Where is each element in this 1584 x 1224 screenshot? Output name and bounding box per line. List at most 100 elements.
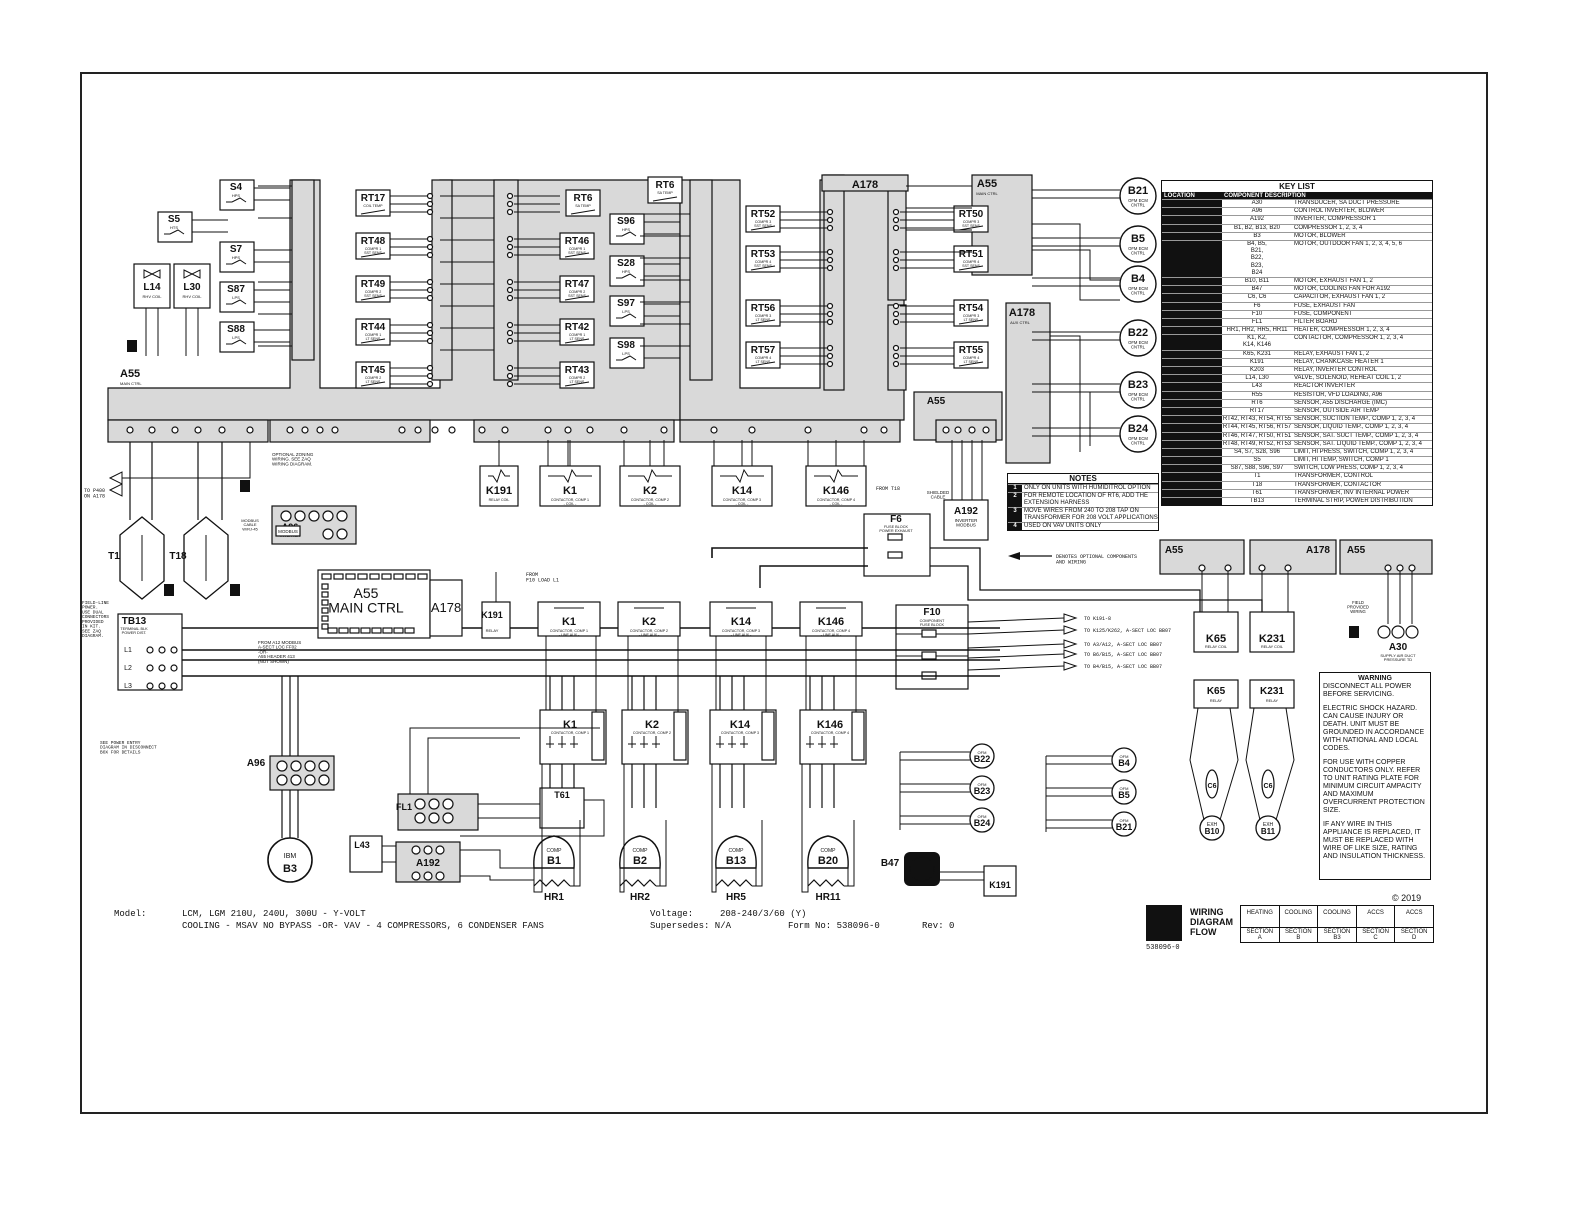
terminal-pin	[892, 302, 900, 310]
key-list-item: F6	[1253, 302, 1261, 309]
wire	[460, 875, 534, 881]
terminal-pin	[748, 426, 756, 434]
ofm-sub: OFM	[978, 814, 987, 819]
valve-sub: RHV COIL	[183, 294, 203, 299]
switch-s28	[609, 255, 645, 287]
key-list-location-cell	[1162, 465, 1222, 473]
terminal-pin	[826, 360, 834, 368]
key-list-item: B47	[1251, 286, 1263, 293]
a178-fan-sub: AUX CTRL	[1010, 320, 1031, 325]
compressor-label: B1	[547, 855, 561, 867]
transformer-t1-label: T1	[108, 551, 120, 562]
flow-section-heading: COOLING	[1284, 910, 1313, 916]
wire	[427, 737, 520, 794]
key-list-item: A30	[1251, 200, 1263, 206]
key-list-item: TB13	[1249, 498, 1265, 505]
connector-pin	[333, 573, 344, 580]
key-list-item: B1, B2, B13, B20	[1233, 224, 1281, 231]
exhaust-relay-label: K65	[1206, 633, 1226, 645]
exhaust-motor-label: B10	[1205, 827, 1220, 836]
switch-s87-label: S87	[227, 284, 245, 295]
exhaust-motor-b10-icon	[1199, 815, 1225, 841]
a178-aux-label: A178	[431, 600, 461, 615]
connector-strip	[493, 179, 519, 381]
ofm-sub: OFM	[978, 782, 987, 787]
key-list-description: SWITCH, LOW PRESS, COMP 1, 2, 3, 4	[1294, 465, 1403, 472]
relay-k191-lower-label: K191	[989, 880, 1011, 890]
terminal-pin	[892, 352, 900, 360]
a55-fan-label: A55	[977, 178, 997, 190]
key-list-item: K65, K231	[1242, 350, 1272, 357]
key-list-description: FUSE, EXHAUST FAN	[1294, 302, 1355, 309]
relay-contact-sub: RELAY	[1210, 699, 1223, 703]
switch-contact	[616, 273, 637, 279]
relay-contact-label: K65	[1207, 686, 1226, 697]
terminal-pin	[276, 760, 288, 772]
switch-s7-label: S7	[230, 244, 243, 255]
terminal-pin	[423, 871, 433, 881]
key-list-location-cell	[1162, 440, 1222, 448]
note-number: 3	[1008, 508, 1022, 522]
compressor-sub: COMP	[633, 848, 649, 854]
terminal-pin	[826, 216, 834, 224]
a178-board	[679, 179, 905, 421]
wire	[460, 799, 605, 837]
thermistor-icon	[958, 319, 984, 325]
a192-inverter-box	[943, 499, 989, 541]
tb13-terminal-label: L2	[124, 665, 132, 672]
key-list-location-cell	[1162, 481, 1222, 489]
key-list-item: K1, K2, K14, K146	[1242, 335, 1272, 349]
terminal-pin	[146, 682, 154, 690]
terminal-pin	[411, 871, 421, 881]
sensor-rt51-label: RT51	[959, 249, 984, 260]
aux-contact-label: K146	[818, 616, 844, 628]
terminal-strip	[679, 419, 901, 443]
aux-contact-sub: CONTACTOR, COMP 1- LINE AUX -	[550, 629, 588, 637]
terminal-pin	[280, 510, 292, 522]
crankcase-heater-icon	[807, 879, 845, 887]
terminal-pin	[126, 426, 134, 434]
wire	[752, 820, 763, 887]
key-list-location-cell	[1162, 473, 1222, 481]
motor-b21-icon	[1119, 177, 1157, 215]
terminal-pin	[158, 664, 166, 672]
key-list-description: FILTER BOARD	[1294, 318, 1338, 325]
a178-label: A178	[852, 179, 878, 191]
terminal-pin	[892, 248, 900, 256]
flow-section-heading: COOLING	[1323, 910, 1351, 916]
b47-fan-hub	[909, 856, 935, 882]
terminal-pin	[506, 192, 514, 200]
switch-contact	[226, 197, 247, 203]
connector-pin	[357, 573, 368, 580]
fuse-icon	[921, 629, 937, 638]
key-list-item: S4, S7, S28, S96	[1233, 448, 1281, 455]
switch-sub: HTS	[170, 225, 178, 230]
from-t18-callout: FROM T18	[876, 486, 900, 492]
thermistor-icon	[564, 252, 590, 258]
motor-b24-icon	[1119, 415, 1157, 453]
terminal-pin	[304, 774, 316, 786]
heater-label: HR2	[630, 892, 650, 903]
key-list-location-cell	[1162, 224, 1222, 232]
relay-coil-k1	[539, 465, 601, 507]
voltage-label: Voltage:	[650, 909, 694, 919]
ofm-motor-b23-icon	[969, 775, 995, 801]
key-list-item: R55	[1251, 391, 1263, 398]
key-list-item: HR1, HR2, HR5, HR11	[1226, 327, 1288, 334]
switch-sub: LPS	[622, 351, 630, 356]
key-list-item: RT6	[1251, 399, 1263, 406]
terminal-pin	[506, 380, 514, 388]
callout-wire	[967, 629, 1065, 635]
terminal-pin	[276, 774, 288, 786]
terminal-pin	[322, 528, 334, 540]
key-list-location-cell	[1162, 424, 1222, 432]
connector-pin	[321, 623, 329, 630]
